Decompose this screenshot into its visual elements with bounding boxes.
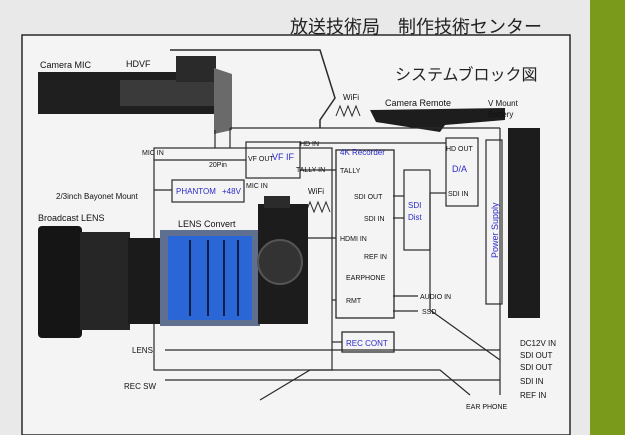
- camera-mic-label: Camera MIC: [40, 60, 92, 70]
- hdmi-in-label: HDMI IN: [340, 236, 367, 243]
- rmt-label: RMT: [346, 298, 362, 305]
- bayonet-label: 2/3inch Bayonet Mount: [56, 192, 139, 201]
- pin20-label: 20Pin: [209, 162, 227, 169]
- tally-in-label: TALLY IN: [296, 167, 325, 174]
- lens-label: LENS: [132, 346, 153, 355]
- earphone-label: EARPHONE: [346, 275, 386, 282]
- camera-top-outline: [170, 49, 336, 128]
- sdi-out-2-label: SDI OUT: [520, 363, 553, 372]
- hdvf-eyecup: [214, 68, 232, 134]
- power-supply-label: Power Supply: [490, 202, 500, 258]
- mic-in-top-label: MIC IN: [142, 150, 164, 157]
- tally-label: TALLY: [340, 168, 361, 175]
- hdvf-body: [120, 80, 220, 106]
- sdi-in-da-label: SDI IN: [448, 191, 469, 198]
- dc12v-in-label: DC12V IN: [520, 339, 556, 348]
- rec-sw-label: REC SW: [124, 382, 156, 391]
- wifi-top-icon: [335, 104, 361, 118]
- da-label: D/A: [452, 164, 467, 174]
- camera-hot-shoe: [264, 196, 290, 208]
- phantom-label: PHANTOM: [176, 187, 216, 196]
- sdi-dist-block: [403, 169, 431, 251]
- ref-in-label: REF IN: [364, 254, 387, 261]
- sdi-in-label: SDI IN: [364, 216, 385, 223]
- recorder-block: [335, 149, 395, 319]
- battery-label: Battery: [488, 110, 513, 119]
- plus48-label: +48V: [222, 187, 242, 196]
- wifi-mid-icon: [305, 200, 331, 214]
- v-mount-battery: [508, 128, 540, 318]
- wifi-mid-label: WiFi: [308, 187, 324, 196]
- phantom-block: [171, 179, 245, 203]
- hd-in-label: HD IN: [300, 141, 319, 148]
- sdi-out-label: SDI OUT: [354, 194, 383, 201]
- audio-in-label: AUDIO IN: [420, 294, 451, 301]
- broadcast-lens-barrel: [80, 232, 130, 330]
- da-block: [445, 137, 479, 207]
- sdi-out-1-label: SDI OUT: [520, 351, 553, 360]
- hdvf-label: HDVF: [126, 59, 151, 69]
- rec-cont-block: [341, 331, 395, 353]
- rec-cont-label: REC CONT: [346, 339, 388, 348]
- hdvf-mount: [176, 56, 216, 82]
- ref-in-r-label: REF IN: [520, 391, 546, 400]
- broadcast-lens-label: Broadcast LENS: [38, 213, 105, 223]
- ear-phone-label: EAR PHONE: [466, 404, 508, 411]
- mic-in-label: MIC IN: [246, 183, 268, 190]
- hd-out-label: HD OUT: [446, 146, 474, 153]
- power-supply-block: [485, 139, 503, 305]
- dist-label: Dist: [408, 213, 423, 222]
- lens-convert-label: LENS Convert: [178, 219, 236, 229]
- ssd-label: SSD: [422, 309, 436, 316]
- camera-mount-ring: [257, 239, 303, 285]
- sdi-label: SDI: [408, 201, 421, 210]
- vf-out-label: VF OUT: [248, 156, 274, 163]
- v-mount-label: V Mount: [488, 99, 519, 108]
- org-heading: 放送技術局 制作技術センター: [290, 17, 542, 38]
- lens-convert-elements: [189, 240, 239, 316]
- diagram-title: システムブロック図: [395, 65, 538, 84]
- recorder-label: 4K Recorder: [340, 148, 385, 157]
- sdi-in-r-label: SDI IN: [520, 377, 544, 386]
- broadcast-lens-front: [38, 226, 82, 338]
- broadcast-lens-mount: [128, 238, 162, 324]
- vf-if-block: [245, 141, 301, 179]
- wifi-top-label: WiFi: [343, 93, 359, 102]
- vf-if-label: VF IF: [272, 152, 295, 162]
- lens-convert-optics: [168, 236, 252, 320]
- camera-remote-label: Camera Remote: [385, 98, 451, 108]
- camera-remote: [370, 108, 505, 132]
